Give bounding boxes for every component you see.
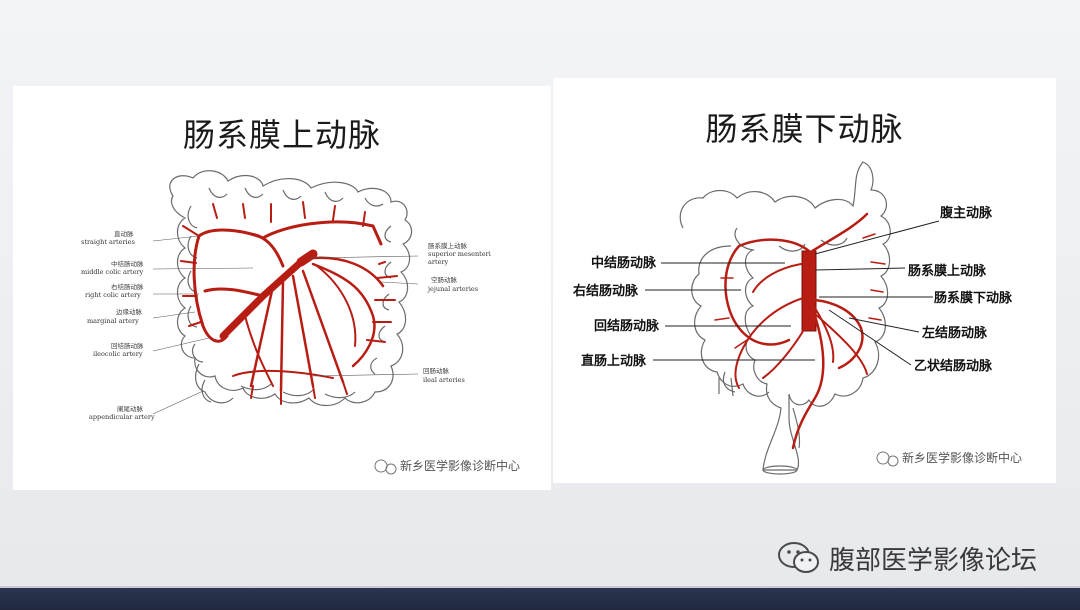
label-sigmoid: 乙状结肠动脉 — [914, 358, 993, 374]
leader-lines-right — [645, 220, 940, 366]
label-sma: 肠系膜上动脉 — [908, 263, 987, 279]
ima-title: 肠系膜下动脉 — [705, 110, 904, 148]
sma-title: 肠系膜上动脉 — [182, 116, 381, 154]
colon-outline — [169, 170, 413, 407]
label-jejunal-cn: 空肠动脉 — [431, 275, 458, 284]
label-aorta: 腹主动脉 — [940, 205, 993, 221]
label-sma-cn: 肠系膜上动脉 — [428, 241, 468, 250]
ima-labels: 腹主动脉 中结肠动脉 肠系膜上动脉 右结肠动脉 肠系膜下动脉 回结肠动脉 左结肠… — [572, 205, 1013, 374]
sma-diagram: 直动脉 straight arteries 中结肠动脉 middle colic… — [81, 170, 520, 475]
label-right-en: right colic artery — [85, 291, 141, 299]
left-watermark-text: 新乡医学影像诊断中心 — [400, 458, 520, 473]
label-left-colic: 左结肠动脉 — [922, 325, 988, 341]
wechat-icon — [374, 459, 388, 473]
ima-diagram: 腹主动脉 中结肠动脉 肠系膜上动脉 右结肠动脉 肠系膜下动脉 回结肠动脉 左结肠… — [572, 161, 1022, 475]
sma-arteries — [180, 201, 398, 405]
sma-labels: 直动脉 straight arteries 中结肠动脉 middle colic… — [81, 229, 491, 421]
label-appendicular-en: appendicular artery — [89, 413, 155, 421]
label-superior-rectal: 直肠上动脉 — [581, 353, 647, 369]
label-ileocolic-en: ileocolic artery — [93, 350, 143, 358]
label-straight-en: straight arteries — [81, 238, 135, 246]
label-ileal-en: ileal arteries — [423, 376, 465, 384]
leader-lines — [152, 235, 419, 415]
label-ileocolic-cn: 回结肠动脉 — [111, 341, 144, 350]
label-jejunal-en: jejunal arteries — [427, 285, 478, 293]
label-middle-cn: 中结肠动脉 — [111, 259, 144, 268]
label-middle-colic: 中结肠动脉 — [591, 255, 657, 271]
right-watermark: 新乡医学影像诊断中心 — [876, 450, 1022, 467]
right-watermark-text: 新乡医学影像诊断中心 — [902, 450, 1022, 465]
label-ileocolic: 回结肠动脉 — [594, 318, 660, 334]
label-straight-cn: 直动脉 — [114, 229, 134, 238]
wechat-logo-icon — [778, 542, 819, 573]
colon-outline-right — [679, 161, 891, 475]
wechat-icon-right — [876, 451, 890, 465]
sma-panel: 肠系膜上动脉 — [13, 86, 551, 490]
label-sma-en2: artery — [428, 258, 449, 266]
left-watermark: 新乡医学影像诊断中心 — [374, 458, 520, 475]
label-marginal-en: marginal artery — [87, 317, 139, 325]
label-right-cn: 右结肠动脉 — [111, 282, 144, 291]
label-middle-en: middle colic artery — [81, 268, 144, 276]
label-ileal-cn: 回肠动脉 — [423, 366, 450, 375]
label-sma-en1: superior mesenteri — [428, 250, 491, 258]
bottom-bar — [0, 586, 1080, 610]
aorta-trunk — [801, 250, 817, 332]
footer-brand-text: 腹部医学影像论坛 — [829, 545, 1038, 576]
label-marginal-cn: 边缘动脉 — [116, 307, 143, 316]
ima-panel: 肠系膜下动脉 — [553, 78, 1056, 483]
footer-brand: 腹部医学影像论坛 — [777, 538, 1037, 578]
label-right-colic: 右结肠动脉 — [572, 283, 639, 299]
label-ima: 肠系膜下动脉 — [934, 290, 1013, 306]
ima-arteries — [714, 212, 886, 450]
label-appendicular-cn: 阑尾动脉 — [117, 404, 144, 413]
